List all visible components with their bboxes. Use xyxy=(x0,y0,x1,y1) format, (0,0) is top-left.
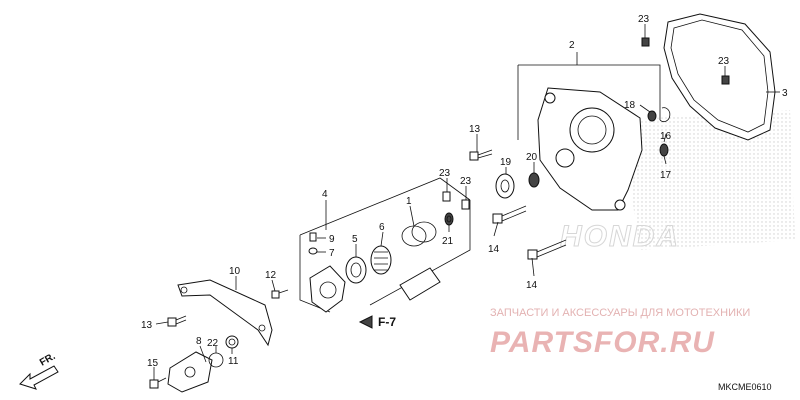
leader-lines xyxy=(153,24,726,380)
callout-10: 10 xyxy=(229,266,241,277)
reference-label: F-7 xyxy=(378,315,396,329)
callout-14-lower: 14 xyxy=(526,280,538,291)
reference-marker: F-7 xyxy=(358,315,396,329)
callout-1: 1 xyxy=(406,196,412,207)
cover xyxy=(537,87,643,211)
callout-23-top: 23 xyxy=(638,14,650,25)
bracket xyxy=(177,279,273,347)
callout-14-upper: 14 xyxy=(488,244,500,255)
callout-11: 11 xyxy=(228,356,239,367)
callout-13-bottom: 13 xyxy=(141,320,153,331)
pump-parts xyxy=(345,245,441,301)
callout-16: 16 xyxy=(660,131,672,142)
callout-19: 19 xyxy=(500,157,512,168)
callout-3: 3 xyxy=(782,88,788,99)
callout-2: 2 xyxy=(569,40,575,51)
callout-7: 7 xyxy=(329,248,335,259)
callout-9: 9 xyxy=(329,234,335,245)
callout-21: 21 xyxy=(442,236,454,247)
reference-arrow-icon xyxy=(358,315,373,329)
callout-23-mid: 23 xyxy=(460,176,472,187)
callout-17: 17 xyxy=(660,170,672,181)
callout-23-left: 23 xyxy=(439,168,451,179)
watermark-logo: PARTSFOR.RU xyxy=(490,326,715,359)
callout-18: 18 xyxy=(624,100,636,111)
callout-labels: 1 2 3 4 5 6 7 8 9 10 11 12 13 13 14 14 1… xyxy=(141,14,788,369)
callout-23-right: 23 xyxy=(718,56,730,67)
pump-body xyxy=(308,232,346,313)
callout-12: 12 xyxy=(265,270,277,281)
callout-6: 6 xyxy=(379,222,385,233)
callout-8: 8 xyxy=(196,336,202,347)
callout-5: 5 xyxy=(352,234,358,245)
bolts xyxy=(149,149,567,389)
dowel-pins xyxy=(442,37,730,210)
callout-13-top: 13 xyxy=(469,124,481,135)
callout-22: 22 xyxy=(207,338,219,349)
site-watermark: ЗАПЧАСТИ И АКСЕССУАРЫ ДЛЯ МОТОТЕХНИКИ PA… xyxy=(490,307,750,359)
watermark-subtitle: ЗАПЧАСТИ И АКСЕССУАРЫ ДЛЯ МОТОТЕХНИКИ xyxy=(490,307,750,319)
callout-15: 15 xyxy=(147,358,159,369)
callout-4: 4 xyxy=(322,189,328,200)
front-direction: FR. xyxy=(19,351,59,390)
seals xyxy=(495,107,671,199)
front-arrow-icon xyxy=(19,365,59,390)
honda-watermark: HONDA xyxy=(560,220,680,253)
thermostat-housing xyxy=(167,335,239,393)
gasket xyxy=(663,13,780,141)
front-label: FR. xyxy=(38,351,58,369)
callout-20: 20 xyxy=(526,152,538,163)
diagram-code: MKCME0610 xyxy=(718,382,772,392)
